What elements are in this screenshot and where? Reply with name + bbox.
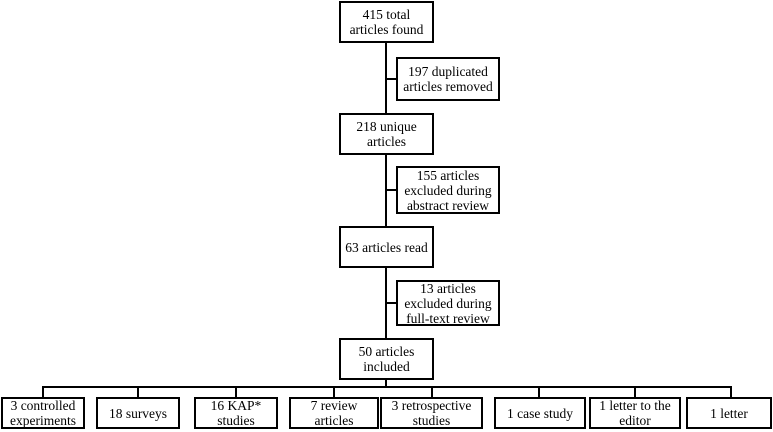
exclusion-box-abstract: 155 articles excluded during abstract re… (396, 166, 500, 214)
study-type-label: 1 letter (710, 405, 748, 421)
study-type-box-case-study: 1 case study (494, 397, 586, 429)
study-type-box-review-articles: 7 review articles (289, 397, 379, 429)
study-type-box-surveys: 18 surveys (96, 397, 180, 429)
study-type-box-controlled-experiments: 3 controlled experiments (1, 397, 85, 429)
study-type-box-retrospective-studies: 3 retrospective studies (380, 397, 483, 429)
step-box-unique: 218 unique articles (339, 113, 434, 155)
study-type-label: 1 letter to the editor (599, 398, 671, 428)
study-type-label: 18 surveys (108, 405, 168, 421)
step-label: 50 articles included (358, 344, 415, 374)
exclusion-connector-3 (387, 302, 396, 304)
study-type-label: 7 review articles (310, 398, 358, 428)
step-box-identified: 415 total articles found (339, 1, 434, 43)
branch-drop-6 (538, 386, 540, 397)
step-box-read: 63 articles read (339, 226, 434, 268)
exclusion-label: 197 duplicated articles removed (403, 64, 493, 94)
study-type-box-kap-studies: 16 KAP* studies (194, 397, 278, 429)
branch-drop-1 (42, 386, 44, 397)
study-type-label: 3 controlled experiments (10, 398, 76, 428)
exclusion-connector-2 (387, 189, 396, 191)
step-label: 63 articles read (345, 239, 428, 255)
study-type-label: 3 retrospective studies (391, 398, 472, 428)
branch-drop-4 (333, 386, 335, 397)
step-label: 415 total articles found (349, 7, 424, 37)
study-type-box-letter: 1 letter (686, 397, 772, 429)
exclusion-box-duplicates: 197 duplicated articles removed (396, 57, 500, 101)
study-type-box-letter-to-editor: 1 letter to the editor (589, 397, 681, 429)
step-label: 218 unique articles (356, 119, 417, 149)
branch-drop-5 (431, 386, 433, 397)
branch-bar (42, 386, 732, 388)
branch-drop-2 (137, 386, 139, 397)
exclusion-label: 13 articles excluded during full-text re… (404, 280, 492, 326)
exclusion-label: 155 articles excluded during abstract re… (404, 167, 492, 213)
branch-drop-3 (235, 386, 237, 397)
branch-drop-8 (730, 386, 732, 397)
study-type-label: 16 KAP* studies (210, 398, 262, 428)
step-box-included: 50 articles included (339, 338, 434, 380)
study-type-label: 1 case study (507, 405, 573, 421)
branch-stem (385, 380, 387, 388)
exclusion-box-fulltext: 13 articles excluded during full-text re… (396, 280, 500, 326)
exclusion-connector-1 (387, 78, 396, 80)
branch-drop-7 (634, 386, 636, 397)
main-connector (385, 42, 387, 357)
